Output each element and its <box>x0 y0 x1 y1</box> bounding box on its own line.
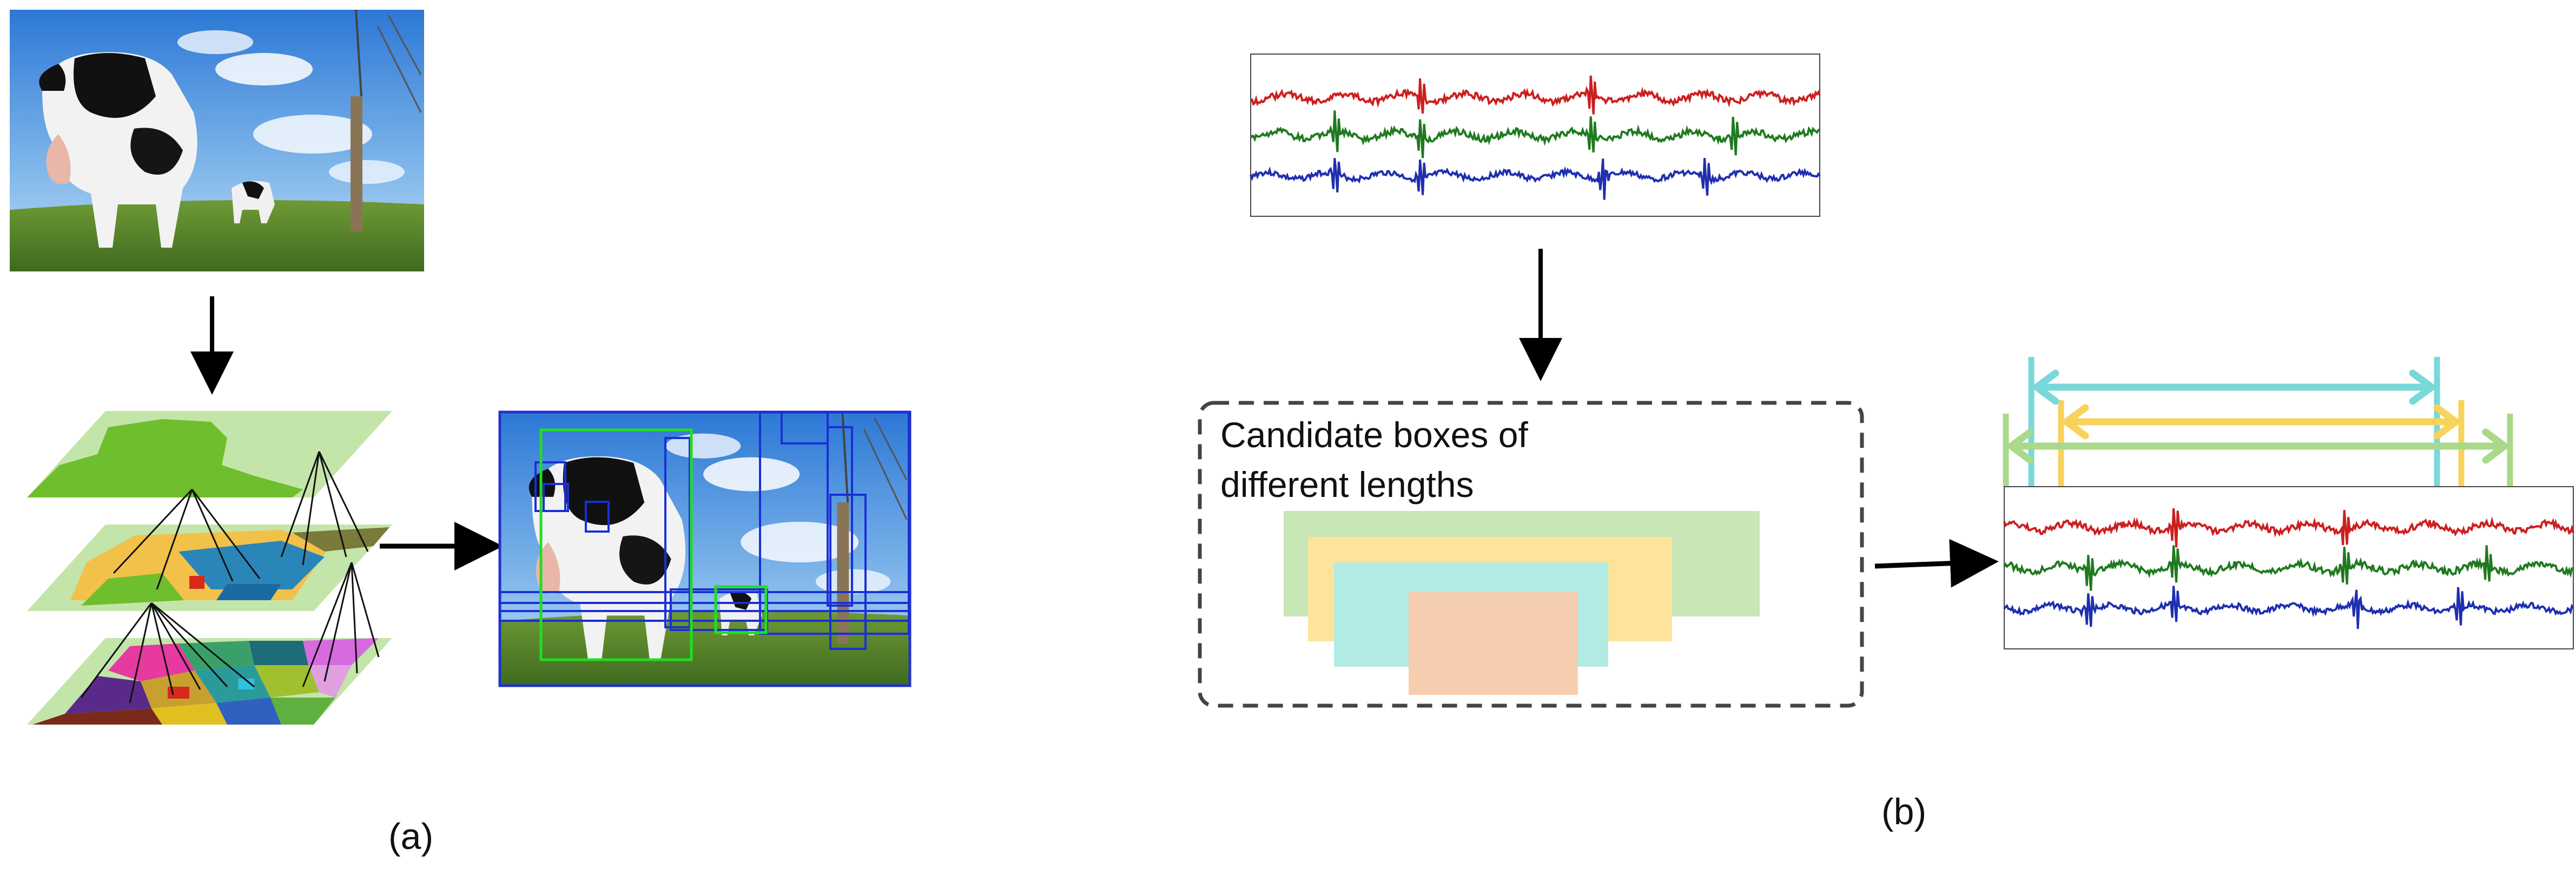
panel-a-caption: (a) <box>388 816 434 857</box>
output-signal-plot <box>2003 486 2574 649</box>
candidate-region-frame <box>1198 401 1864 708</box>
detection-result-photo <box>498 410 911 687</box>
signal-trace <box>1250 157 1821 200</box>
panel-a <box>10 10 911 725</box>
arrow-candidates-to-output <box>1874 539 1999 588</box>
candidate-boxes-label: Candidate boxes of different lengths <box>1220 410 1707 509</box>
input-photo <box>10 10 424 271</box>
candidate-label-line-2: different lengths <box>1220 464 1474 505</box>
panel-b-caption: (b) <box>1881 791 1927 832</box>
signal-trace <box>2003 545 2574 591</box>
fine-segmentation-layer <box>27 638 392 725</box>
signal-trace <box>1250 110 1820 158</box>
hierarchy-lines <box>80 451 380 704</box>
input-signal-plot <box>1250 54 1821 217</box>
candidate-label-line-1: Candidate boxes of <box>1220 415 1528 455</box>
panel-b <box>1198 54 2574 708</box>
span-arrow-cyan <box>2031 369 2438 405</box>
span-markers <box>2003 357 2513 487</box>
object-boxes <box>539 428 768 661</box>
signal-trace <box>2003 586 2574 629</box>
coarse-segmentation-layer <box>27 411 392 497</box>
span-arrow-green <box>2005 428 2511 464</box>
signal-trace <box>2003 508 2574 548</box>
signal-trace <box>1250 75 1821 115</box>
candidate-box-short <box>1409 592 1578 695</box>
span-arrow-yellow <box>2060 404 2462 440</box>
medium-segmentation-layer <box>27 525 392 611</box>
candidate-boxes-group <box>1198 401 1864 708</box>
